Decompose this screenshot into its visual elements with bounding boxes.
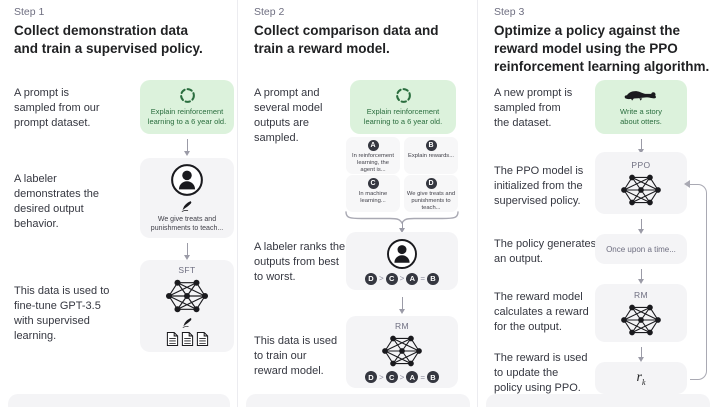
output-c-text: In machine learning... xyxy=(358,191,388,204)
step3-heading: Optimize a policy against the reward mod… xyxy=(494,23,710,74)
sft-label: SFT xyxy=(178,265,196,275)
step3-ppo-box: PPO xyxy=(595,152,687,214)
arrow-down-icon xyxy=(399,297,405,314)
step3-caption-output: The policy generates an output. xyxy=(494,238,597,265)
step3-label: Step 3 xyxy=(494,6,525,18)
step2-prompt-text: Explain reinforcement learning to a 6 ye… xyxy=(363,107,443,126)
neural-network-icon xyxy=(619,303,663,337)
reward-symbol: rk xyxy=(636,369,646,387)
rank-separator: > xyxy=(378,372,384,382)
step3-caption-update: The reward is used to update the policy … xyxy=(494,352,588,394)
step3-rm-box: RM xyxy=(595,284,687,342)
step2-rm-box: RM D > C > A = B xyxy=(346,316,458,388)
arrow-down-icon xyxy=(638,269,644,284)
output-d-text: We give treats and punishments to teach.… xyxy=(406,191,456,211)
cut-off-card xyxy=(246,394,470,407)
step1-caption-labeler: A labeler demonstrates the desired outpu… xyxy=(14,173,99,230)
output-b-badge: B xyxy=(425,140,437,151)
step3-output-text: Once upon a time... xyxy=(606,244,676,254)
step2-label: Step 2 xyxy=(254,6,285,18)
cut-off-card xyxy=(486,394,710,407)
arrow-down-icon xyxy=(184,139,190,156)
neural-network-icon xyxy=(619,173,663,207)
arrow-down-icon xyxy=(399,222,405,233)
step2-caption-rank: A labeler ranks the outputs from best to… xyxy=(254,241,346,283)
step1-prompt-box: Explain reinforcement learning to a 6 ye… xyxy=(140,80,234,134)
rank-item: D xyxy=(364,371,377,383)
rm-label: RM xyxy=(633,289,649,300)
ppo-label: PPO xyxy=(631,159,651,170)
column-separator xyxy=(237,0,238,407)
rank-item: A xyxy=(406,272,419,285)
step2-prompt-box: Explain reinforcement learning to a 6 ye… xyxy=(350,80,456,134)
neural-network-icon xyxy=(164,278,210,314)
labeler-person-icon xyxy=(386,238,418,270)
output-box-c: C In machine learning... xyxy=(346,175,400,212)
rank-item: C xyxy=(385,272,398,285)
step1-heading: Collect demonstration data and train a s… xyxy=(14,23,203,56)
step3-reward-box: rk xyxy=(595,362,687,394)
output-box-d: D We give treats and punishments to teac… xyxy=(404,175,458,212)
rank-item: B xyxy=(427,272,439,285)
rank-item: A xyxy=(406,371,419,383)
rank-separator: > xyxy=(378,274,384,283)
step2-caption-rm: This data is used to train our reward mo… xyxy=(254,335,338,377)
ranking: D > C > A = B xyxy=(364,272,439,285)
labeler-person-icon xyxy=(170,163,204,197)
step2-labeler-box: D > C > A = B xyxy=(346,232,458,290)
refresh-loop-icon xyxy=(179,87,196,104)
rank-separator: > xyxy=(399,372,405,382)
step3-caption-prompt: A new prompt is sampled from the dataset… xyxy=(494,87,573,129)
output-box-b: B Explain rewards... xyxy=(404,137,458,174)
rank-item: B xyxy=(427,371,439,383)
step3-caption-reward: The reward model calculates a reward for… xyxy=(494,291,589,333)
rank-separator: = xyxy=(420,274,425,283)
step1-sft-box: SFT xyxy=(140,260,234,352)
step3-caption-ppo: The PPO model is initialized from the su… xyxy=(494,165,584,207)
arrow-down-icon xyxy=(638,219,644,234)
refresh-loop-icon xyxy=(395,87,412,104)
cut-off-card xyxy=(8,394,230,407)
arrow-down-icon xyxy=(184,243,190,260)
rank-item: D xyxy=(364,272,377,285)
column-separator xyxy=(477,0,478,407)
pen-icon xyxy=(181,200,193,212)
rank-separator: = xyxy=(420,372,425,382)
loop-arrowhead-icon xyxy=(684,180,690,188)
output-a-badge: A xyxy=(367,140,379,151)
step1-prompt-text: Explain reinforcement learning to a 6 ye… xyxy=(147,107,227,126)
output-a-text: In reinforcement learning, the agent is.… xyxy=(352,153,394,173)
documents-icon xyxy=(166,331,209,347)
rm-label: RM xyxy=(394,321,410,331)
rank-item: C xyxy=(385,371,398,383)
output-b-text: Explain rewards... xyxy=(407,153,455,159)
step1-demo-text: We give treats and punishments to teach.… xyxy=(150,215,224,232)
step3-prompt-box: Write a story about otters. xyxy=(595,80,687,134)
step1-caption-prompt: A prompt is sampled from our prompt data… xyxy=(14,87,100,129)
rank-separator: > xyxy=(399,274,405,283)
output-box-a: A In reinforcement learning, the agent i… xyxy=(346,137,400,174)
step1-caption-sft: This data is used to fine-tune GPT-3.5 w… xyxy=(14,285,110,342)
arrow-down-icon xyxy=(638,139,644,154)
arrow-down-icon xyxy=(638,347,644,362)
otter-icon xyxy=(624,88,658,104)
ranking: D > C > A = B xyxy=(364,371,439,383)
step1-labeler-box: We give treats and punishments to teach.… xyxy=(140,158,234,238)
neural-network-icon xyxy=(380,334,424,368)
step3-prompt-text: Write a story about otters. xyxy=(620,106,662,126)
output-c-badge: C xyxy=(367,178,379,189)
pen-icon xyxy=(182,317,193,328)
step1-label: Step 1 xyxy=(14,6,45,18)
output-d-badge: D xyxy=(425,178,437,189)
step2-caption-prompt: A prompt and several model outputs are s… xyxy=(254,87,323,144)
step2-heading: Collect comparison data and train a rewa… xyxy=(254,23,439,56)
ppo-feedback-loop-line xyxy=(690,184,707,380)
step3-output-box: Once upon a time... xyxy=(595,234,687,264)
